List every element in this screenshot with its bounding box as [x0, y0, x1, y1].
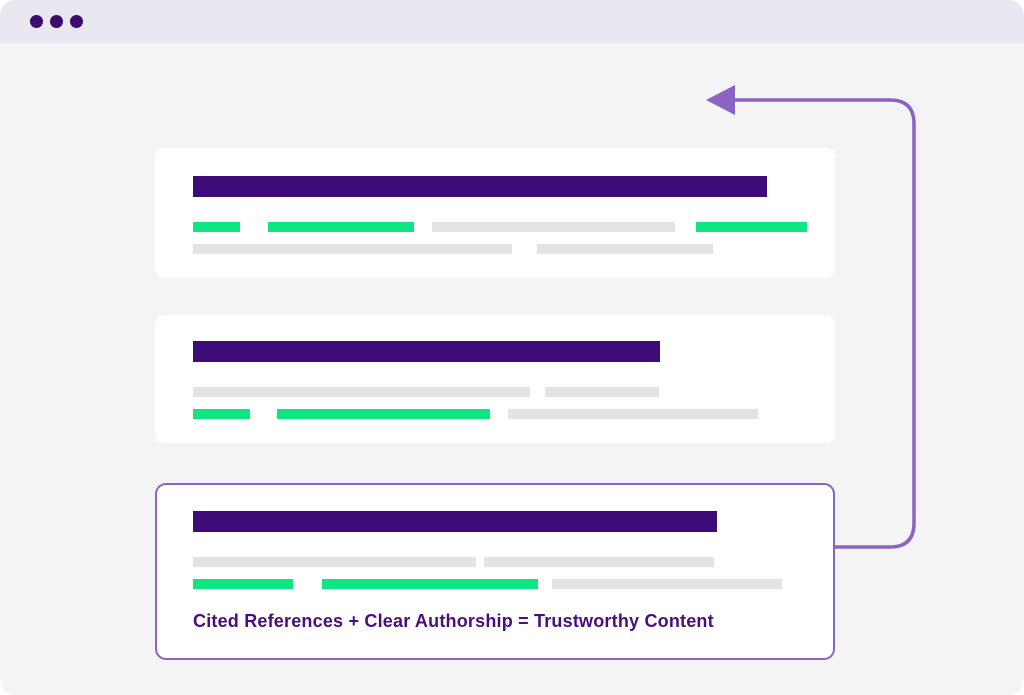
loop-arrow-head: [706, 85, 735, 115]
headline-skeleton-bar: [193, 511, 717, 532]
gray-skeleton-bar: [193, 387, 530, 397]
window-control-dot[interactable]: [50, 15, 63, 28]
headline-skeleton-bar: [193, 341, 660, 362]
skeleton-bar-row: [193, 409, 807, 419]
gray-skeleton-bar: [537, 244, 713, 254]
green-skeleton-bar: [193, 222, 240, 232]
gray-skeleton-bar: [432, 222, 675, 232]
skeleton-bar-row: [193, 387, 807, 397]
headline-skeleton-bar: [193, 176, 767, 197]
window-control-dot[interactable]: [70, 15, 83, 28]
green-skeleton-bar: [193, 409, 250, 419]
green-skeleton-bar: [193, 579, 293, 589]
gray-skeleton-bar: [545, 387, 659, 397]
green-skeleton-bar: [268, 222, 414, 232]
gray-skeleton-bar: [508, 409, 758, 419]
page-canvas: Cited References + Clear Authorship = Tr…: [0, 43, 1024, 695]
window-titlebar: [0, 0, 1024, 43]
skeleton-rows: [193, 222, 807, 254]
content-card-2: [155, 315, 835, 443]
content-card-1: [155, 148, 835, 278]
gray-skeleton-bar: [193, 557, 476, 567]
skeleton-bar-row: [193, 244, 807, 254]
trustworthy-content-caption: Cited References + Clear Authorship = Tr…: [193, 611, 714, 631]
green-skeleton-bar: [696, 222, 807, 232]
window-control-dot[interactable]: [30, 15, 43, 28]
skeleton-bar-row: [193, 557, 807, 567]
skeleton-bar-row: [193, 222, 807, 232]
gray-skeleton-bar: [552, 579, 782, 589]
gray-skeleton-bar: [484, 557, 714, 567]
content-card-highlighted: Cited References + Clear Authorship = Tr…: [155, 483, 835, 660]
gray-skeleton-bar: [193, 244, 512, 254]
skeleton-bar-row: [193, 579, 807, 589]
skeleton-rows: [193, 557, 807, 589]
skeleton-rows: [193, 387, 807, 419]
green-skeleton-bar: [322, 579, 538, 589]
green-skeleton-bar: [277, 409, 490, 419]
